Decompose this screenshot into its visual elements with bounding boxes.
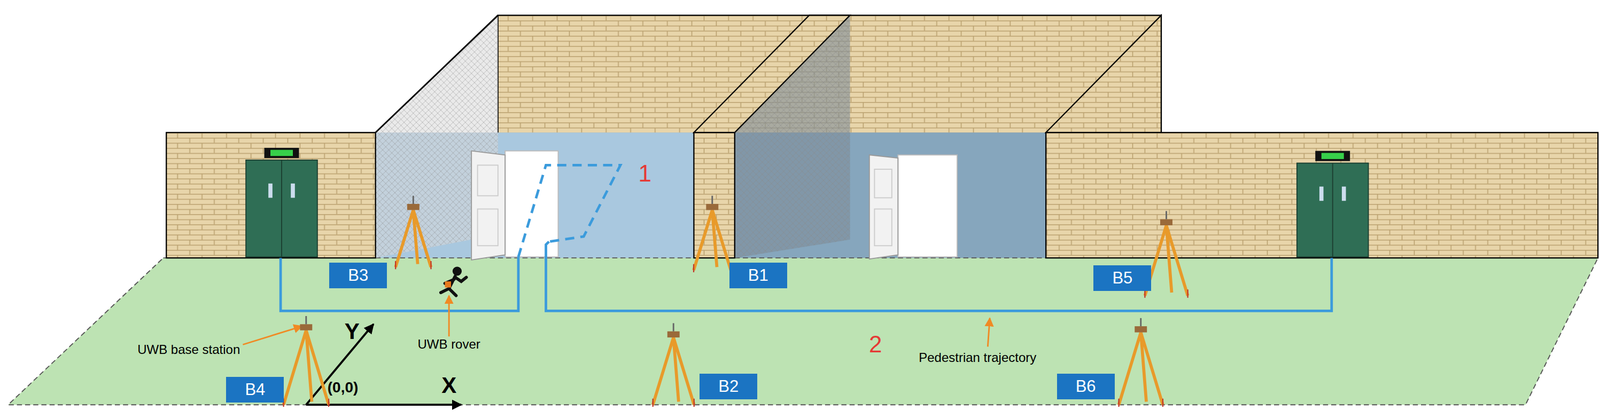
axis-label: Y (344, 320, 360, 344)
annotation: UWB base station (137, 343, 240, 357)
annotation: Pedestrian trajectory (918, 351, 1037, 365)
station-label: B6 (1075, 377, 1097, 397)
room-door (869, 154, 958, 260)
station-label: B3 (347, 266, 369, 286)
station-label: B1 (748, 266, 769, 286)
station-tag: B1 (729, 262, 788, 289)
station-label: B2 (718, 377, 739, 397)
exit-door (1296, 151, 1369, 258)
uwb-base-station (1119, 318, 1163, 408)
uwb-base-station (395, 196, 431, 270)
callout-number: 2 (868, 332, 882, 357)
station-label: B5 (1112, 268, 1133, 289)
floor (8, 258, 1598, 406)
station-tag: B4 (226, 377, 284, 403)
uwb-base-station (283, 316, 329, 408)
origin-label: (0,0) (327, 380, 359, 396)
uwb-base-station (653, 323, 695, 408)
uwb-base-station (1144, 211, 1188, 298)
station-tag: B2 (699, 374, 758, 400)
exit-door (245, 148, 318, 258)
station-tag: B6 (1057, 374, 1115, 400)
axis-label: X (441, 374, 457, 398)
callout-number: 1 (638, 161, 652, 186)
pedestrian-trajectory (280, 165, 1332, 312)
station-tag: B3 (329, 262, 387, 289)
axes (306, 324, 462, 406)
wall (1045, 132, 1598, 259)
wall (166, 132, 376, 259)
station-tag: B5 (1093, 265, 1152, 292)
tripods (283, 196, 1188, 408)
uwb-base-station (693, 196, 732, 273)
station-label: B4 (244, 380, 266, 400)
rover-pedestrian (440, 267, 467, 296)
annotation: UWB rover (417, 338, 480, 352)
